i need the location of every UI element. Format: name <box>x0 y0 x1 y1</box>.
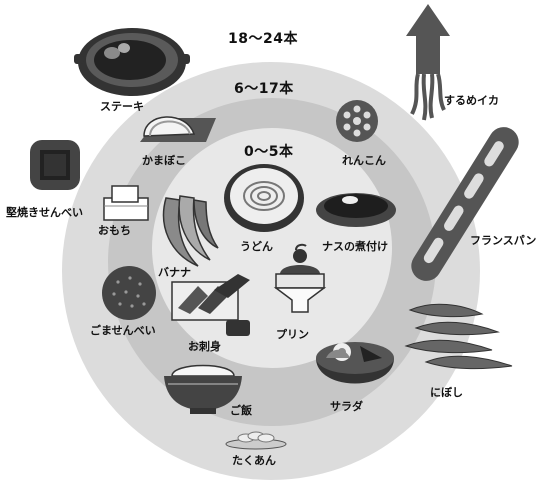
label-purin: プリン <box>276 328 309 341</box>
label-french-bread: フランスパン <box>470 234 537 247</box>
squid-icon <box>406 4 450 121</box>
label-renkon: れんこん <box>342 154 386 167</box>
label-sashimi: お刺身 <box>188 340 221 353</box>
label-kamaboko: かまぼこ <box>142 154 186 167</box>
label-banana: バナナ <box>158 266 191 279</box>
label-salad: サラダ <box>330 400 363 413</box>
label-nasu: ナスの煮付け <box>322 240 388 253</box>
label-mochi: おもち <box>98 224 131 237</box>
tier-label-middle: 6〜17本 <box>234 81 294 97</box>
tier-label-outer: 18〜24本 <box>228 31 298 47</box>
label-gohan: ご飯 <box>230 404 252 417</box>
kamaboko-icon <box>140 116 216 142</box>
label-udon: うどん <box>240 240 273 253</box>
niboshi-icon <box>404 303 513 370</box>
udon-icon <box>224 164 304 232</box>
french-bread-icon <box>411 127 519 281</box>
label-squid: するめイカ <box>444 94 499 107</box>
banana-icon <box>162 195 219 267</box>
mochi-icon <box>103 185 149 221</box>
gohan-icon <box>164 364 242 414</box>
goma-senbei-icon <box>102 266 156 320</box>
label-takuan: たくあん <box>232 454 276 467</box>
nasu-nimono-icon <box>316 193 396 227</box>
steak-icon <box>74 28 190 96</box>
purin-icon <box>273 243 327 313</box>
sashimi-icon <box>171 274 250 336</box>
salad-icon <box>316 342 394 384</box>
tier-label-inner: 0〜5本 <box>244 144 294 160</box>
label-niboshi: にぼし <box>430 386 463 399</box>
label-steak: ステーキ <box>100 100 144 113</box>
label-hard-senbei: 堅焼きせんべい <box>6 206 83 219</box>
label-goma-senbei: ごませんべい <box>90 324 156 337</box>
takuan-icon <box>225 431 287 450</box>
renkon-icon <box>336 100 378 142</box>
hard-senbei-icon <box>30 140 80 190</box>
